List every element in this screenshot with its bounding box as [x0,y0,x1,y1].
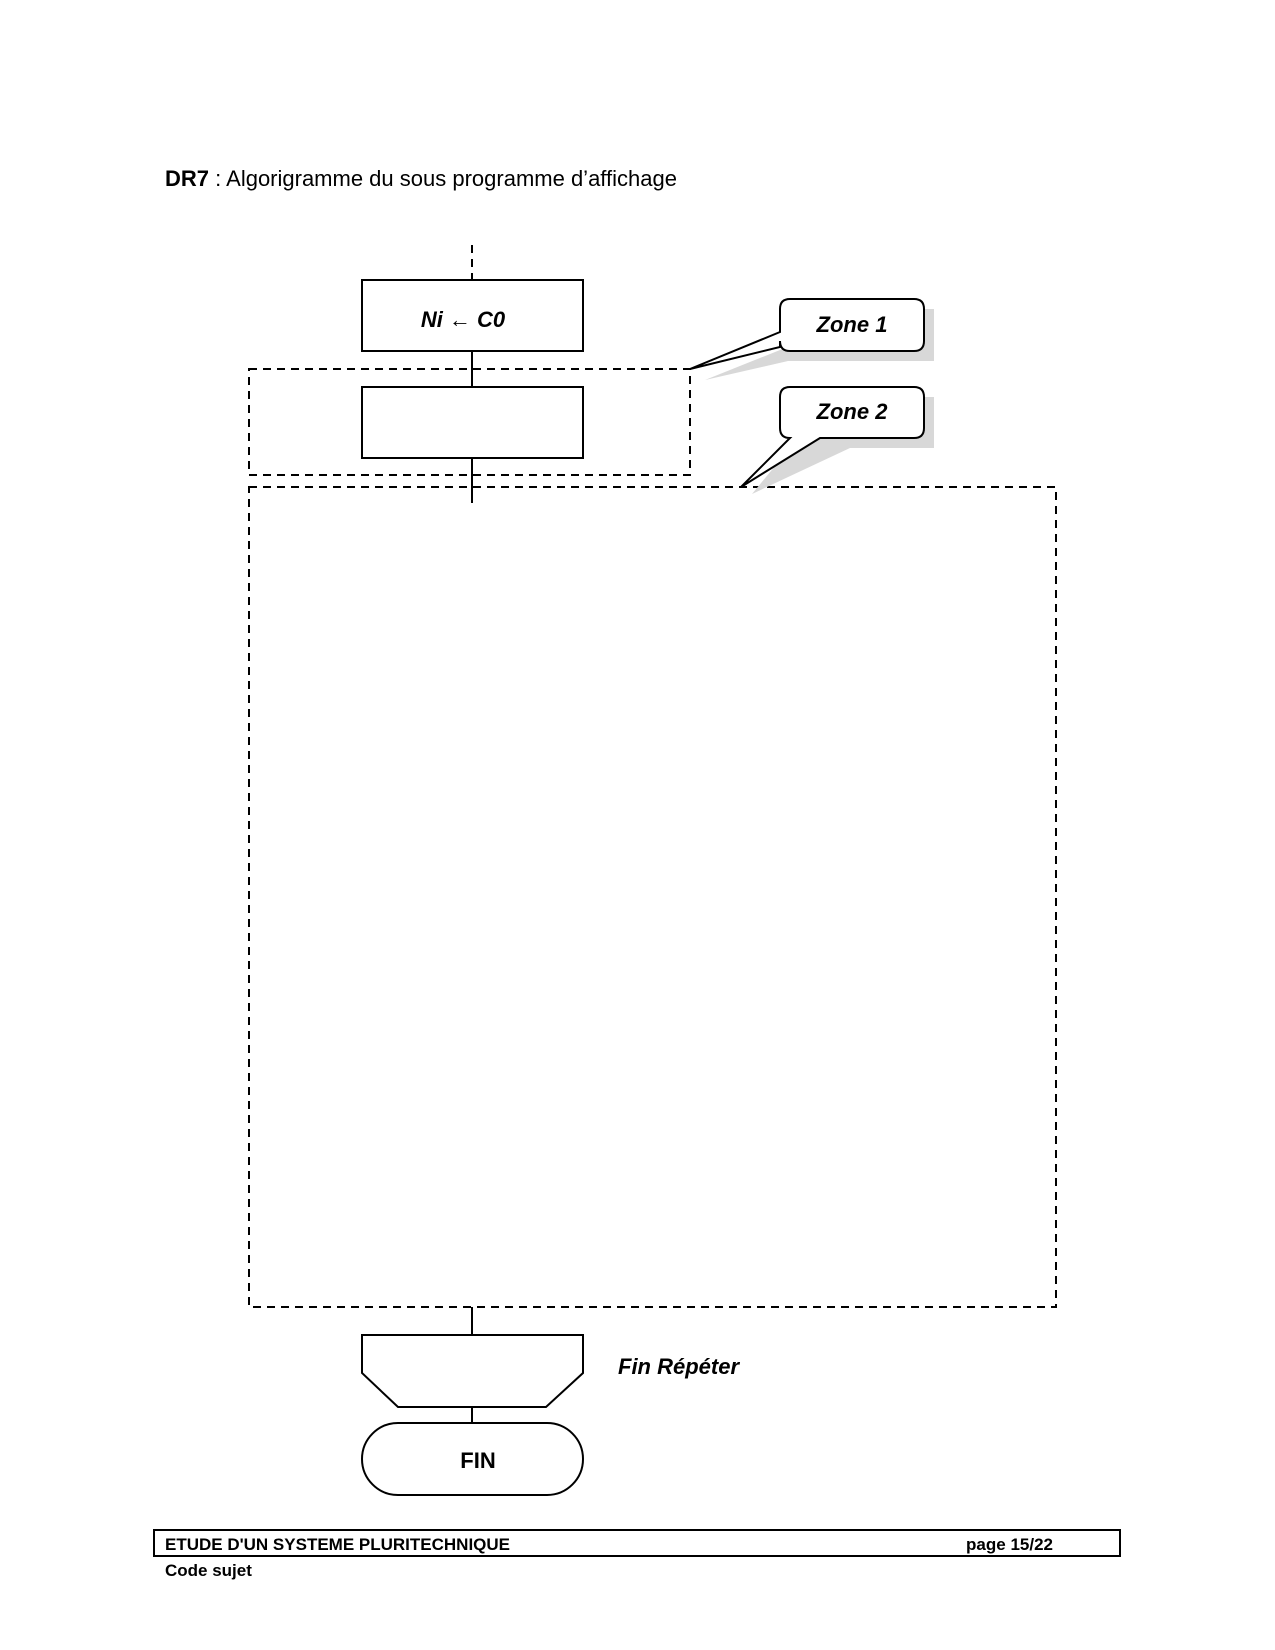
title-text: Algorigramme du sous programme d’afficha… [226,166,677,191]
zone2-box[interactable] [248,486,1057,1308]
assign-box [361,279,584,352]
end-label: FIN [460,1448,495,1473]
title-separator: : [209,166,227,191]
callout-zone2 [740,386,925,488]
page-number: page 15/22 [966,1535,1053,1554]
callout-zone1 [689,298,925,370]
callout-zone2-label: Zone 2 [816,399,889,424]
empty-process-box[interactable] [361,386,584,459]
assign-box-text: Ni ← C0 [421,307,506,332]
footer-box: ETUDE D'UN SYSTEME PLURITECHNIQUE page 1… [153,1529,1121,1557]
zone1-box [248,368,691,476]
loop-end-label: Fin Répéter [618,1354,740,1379]
code-sujet: Code sujet [165,1561,252,1580]
loop-end-shape [361,1334,584,1408]
callout-zone1-label: Zone 1 [816,312,888,337]
footer-title: ETUDE D'UN SYSTEME PLURITECHNIQUE [165,1535,511,1554]
title-ref: DR7 [165,166,210,191]
page-title: DR7 : Algorigramme du sous programme d’a… [165,166,677,192]
end-terminator [361,1422,584,1496]
